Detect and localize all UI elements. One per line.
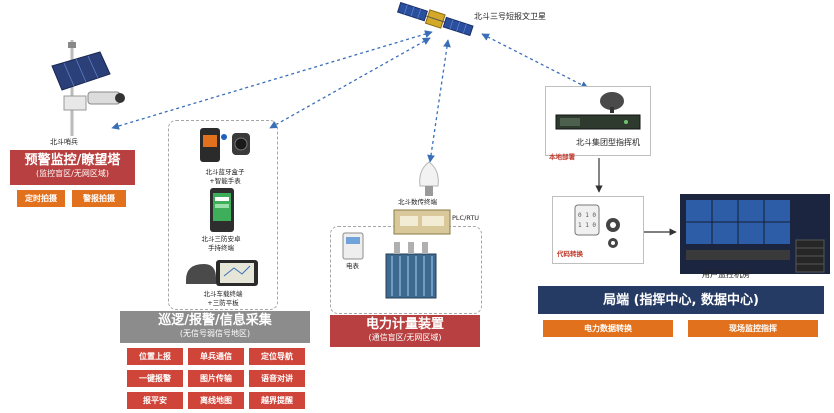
decoder-label: 代码转换 [557, 250, 583, 258]
commander-label: 北斗集团型指挥机 [576, 138, 640, 147]
transformer-image [376, 238, 446, 304]
handheld-image [207, 187, 237, 233]
commander-panel [545, 86, 651, 156]
deploy-label: 本地部署 [549, 153, 575, 161]
patrol-subtitle: (无信号弱信号地区) [179, 329, 251, 338]
bluetooth-box-image [196, 125, 256, 167]
power-title: 电力计量装置 [365, 317, 444, 332]
link-satellite-commander [481, 33, 589, 89]
commander-device-icon [555, 92, 641, 130]
power-title-box: 电力计量装置 (通信盲区/无网区域) [330, 315, 480, 347]
gear-icon: 0 1 0 1 1 0 [574, 204, 620, 248]
meter-icon [342, 232, 364, 260]
plc-box-image [392, 206, 452, 236]
link-satellite-tower [111, 30, 433, 130]
antenna-label: 北斗数传终端 [398, 198, 437, 206]
link-satellite-patrol [269, 37, 431, 129]
antenna-icon [419, 161, 439, 196]
vehicle-terminal-image [182, 256, 262, 288]
tower-subtitle: (监控盲区/无网区域) [36, 169, 109, 178]
vehicle-terminal-label-text: 北斗车载终端 +三防平板 [203, 290, 243, 307]
tower-device-label: 北斗哨兵 [50, 138, 78, 146]
antenna-image [416, 160, 442, 198]
svg-text:0 1 0: 0 1 0 [578, 212, 596, 219]
patrol-title: 巡逻/报警/信息采集 [158, 313, 272, 328]
tower-title-box: 预警监控/瞭望塔 (监控盲区/无网区域) [10, 150, 135, 185]
plc-box-icon [393, 209, 451, 235]
svg-text:1 1 0: 1 1 0 [578, 222, 596, 229]
tower-title: 预警监控/瞭望塔 [24, 153, 121, 168]
safe-report-button[interactable]: 报平安 [127, 392, 183, 409]
decoder-panel: 0 1 0 1 1 0 [552, 196, 644, 264]
soldier-comm-button[interactable]: 单兵通信 [188, 348, 244, 365]
patrol-title-box: 巡逻/报警/信息采集 (无信号弱信号地区) [120, 311, 310, 343]
room-label: 用户监控机房 [702, 270, 750, 279]
power-data-convert-button[interactable]: 电力数据转换 [543, 320, 673, 337]
patrol-device-panel [168, 120, 278, 310]
location-report-button[interactable]: 位置上报 [127, 348, 183, 365]
watch-icon [200, 128, 250, 162]
power-subtitle: (通信盲区/无网区域) [368, 333, 442, 342]
center-title-box: 局端 (指挥中心, 数据中心) [538, 286, 824, 314]
geofence-button[interactable]: 越界提醒 [249, 392, 305, 409]
handheld-label: 北斗三防安卓 手持终端 [186, 235, 256, 253]
alarm-capture-button[interactable]: 警报拍摄 [72, 190, 126, 207]
site-monitor-command-button[interactable]: 现场监控指挥 [688, 320, 818, 337]
center-title: 局端 (指挥中心, 数据中心) [603, 293, 759, 308]
offline-map-button[interactable]: 离线地图 [188, 392, 244, 409]
vehicle-terminal-label: 北斗车载终端 +三防平板 [188, 290, 258, 308]
plc-label: PLC/RTU [452, 214, 480, 222]
image-transfer-button[interactable]: 图片传输 [188, 370, 244, 387]
bluetooth-box-label: 北斗蓝牙盒子 +智能手表 [190, 168, 260, 186]
bluetooth-box-label-text: 北斗蓝牙盒子 +智能手表 [205, 168, 245, 185]
meter-label: 电表 [346, 262, 359, 270]
link-satellite-power [427, 39, 451, 163]
transformer-icon [385, 242, 437, 299]
monitor-room-icon [680, 194, 830, 274]
satellite-icon [396, 2, 474, 37]
handheld-icon [210, 188, 234, 232]
satellite-label: 北斗三号短报文卫星 [474, 12, 546, 21]
meter-image [342, 232, 364, 260]
voice-talk-button[interactable]: 语音对讲 [249, 370, 305, 387]
sos-button[interactable]: 一键报警 [127, 370, 183, 387]
solar-camera-icon [51, 40, 125, 136]
monitor-room-image [680, 194, 830, 274]
handheld-label-text: 北斗三防安卓 手持终端 [201, 235, 241, 252]
solar-tower-image [44, 38, 134, 138]
navigation-button[interactable]: 定位导航 [249, 348, 305, 365]
tablet-icon [186, 260, 258, 286]
timed-capture-button[interactable]: 定时拍摄 [17, 190, 65, 207]
satellite [395, 2, 475, 42]
